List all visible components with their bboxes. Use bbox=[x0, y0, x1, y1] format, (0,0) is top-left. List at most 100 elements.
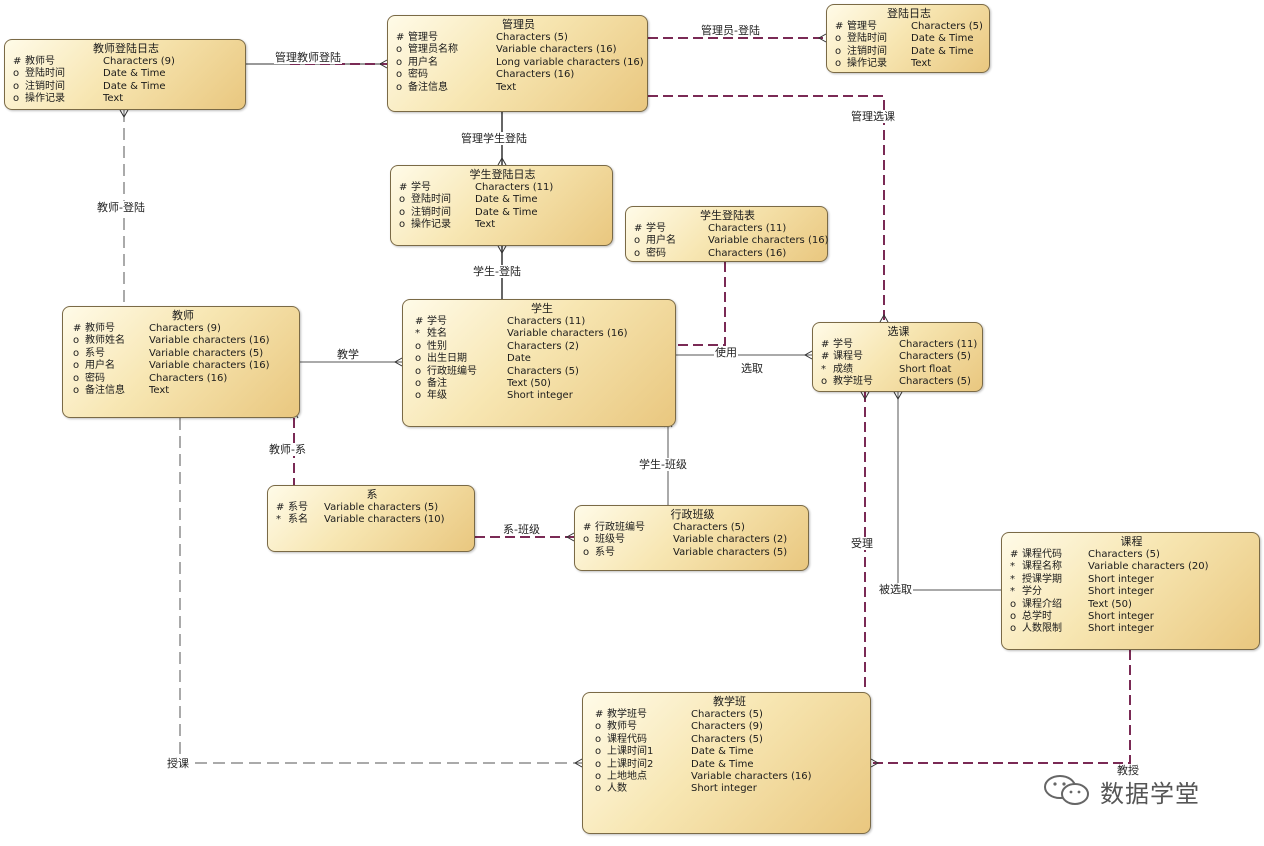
crowfoot-marker bbox=[817, 33, 827, 43]
watermark-text: 数据学堂 bbox=[1100, 780, 1200, 808]
attribute-type: Variable characters (16) bbox=[149, 335, 270, 347]
attribute-name: 教学班号 bbox=[607, 709, 647, 720]
crowfoot-marker bbox=[879, 313, 889, 323]
attribute-marker: # bbox=[73, 323, 82, 334]
attribute-type: Variable characters (16) bbox=[691, 771, 812, 783]
attribute-marker: o bbox=[821, 376, 828, 388]
entity-title: 行政班级 bbox=[670, 508, 715, 521]
wechat-logo-icon bbox=[1044, 775, 1089, 805]
attribute-marker: * bbox=[1010, 573, 1015, 585]
attribute-marker: * bbox=[276, 514, 281, 526]
attribute-type: Characters (5) bbox=[899, 351, 971, 363]
rel-label-teacher-login: 教师-登陆 bbox=[96, 201, 146, 214]
attribute-type: Characters (9) bbox=[691, 721, 763, 733]
attribute-type: Characters (16) bbox=[708, 247, 787, 259]
attribute-type: Variable characters (16) bbox=[708, 235, 829, 247]
attribute-type: Variable characters (10) bbox=[324, 514, 445, 526]
attribute-name: 人数 bbox=[607, 783, 627, 795]
attribute-name: 课程名称 bbox=[1022, 561, 1062, 573]
attribute-name: 班级号 bbox=[595, 534, 625, 546]
attribute-type: Short integer bbox=[1088, 573, 1154, 585]
attribute-marker: o bbox=[399, 219, 406, 231]
attribute-marker: # bbox=[835, 21, 844, 32]
attribute-name: 课程介绍 bbox=[1022, 598, 1062, 610]
attribute-name: 学分 bbox=[1022, 586, 1042, 598]
attribute-marker: o bbox=[583, 546, 590, 558]
attribute-marker: # bbox=[821, 339, 830, 350]
attribute-name: 学号 bbox=[427, 316, 447, 327]
entity-title: 课程 bbox=[1120, 535, 1143, 548]
attribute-name: 用户名 bbox=[85, 360, 115, 372]
entity-title: 学生登陆表 bbox=[700, 209, 755, 222]
link-select-course bbox=[897, 392, 1001, 591]
entity-title: 教学班 bbox=[713, 695, 746, 708]
attribute-type: Text (50) bbox=[1088, 598, 1132, 610]
link-student-logintable bbox=[676, 262, 726, 346]
attribute-type: Variable characters (16) bbox=[507, 328, 628, 340]
attribute-marker: o bbox=[595, 771, 602, 783]
attribute-type: Date & Time bbox=[691, 758, 754, 770]
attribute-type: Date bbox=[507, 353, 531, 365]
entity-title: 系 bbox=[366, 488, 378, 501]
attribute-name: 成绩 bbox=[833, 363, 853, 375]
attribute-marker: # bbox=[399, 182, 408, 193]
attribute-marker: o bbox=[13, 93, 20, 105]
attribute-type: Short integer bbox=[1088, 611, 1154, 623]
attribute-type: Characters (5) bbox=[899, 376, 971, 388]
attribute-name: 登陆时间 bbox=[411, 194, 451, 206]
attribute-name: 教师号 bbox=[25, 56, 55, 67]
attribute-name: 教学班号 bbox=[833, 376, 873, 388]
attribute-marker: # bbox=[276, 502, 285, 513]
attribute-type: Date & Time bbox=[475, 206, 538, 218]
attribute-name: 上课时间1 bbox=[607, 746, 654, 758]
attribute-marker: o bbox=[835, 33, 842, 45]
attribute-type: Variable characters (16) bbox=[496, 44, 617, 56]
attribute-name: 用户名 bbox=[408, 56, 438, 68]
attribute-type: Characters (2) bbox=[507, 340, 579, 352]
attribute-name: 注销时间 bbox=[847, 45, 887, 57]
attribute-name: 系号 bbox=[595, 546, 615, 558]
attribute-type: Variable characters (5) bbox=[149, 347, 264, 359]
attribute-name: 登陆时间 bbox=[25, 68, 65, 80]
attribute-marker: o bbox=[73, 347, 80, 359]
attribute-marker: o bbox=[399, 194, 406, 206]
attribute-name: 课程代码 bbox=[1022, 549, 1062, 560]
entity-title: 教师登陆日志 bbox=[93, 42, 159, 55]
link-admin-select bbox=[648, 95, 885, 322]
attribute-name: 备注信息 bbox=[408, 81, 448, 93]
attribute-marker: o bbox=[396, 44, 403, 56]
rel-label-lecture: 授课 bbox=[166, 757, 190, 770]
attribute-marker: # bbox=[583, 522, 592, 533]
attribute-name: 教师号 bbox=[607, 721, 637, 733]
attribute-type: Short float bbox=[899, 363, 952, 375]
attribute-name: 注销时间 bbox=[411, 206, 451, 218]
